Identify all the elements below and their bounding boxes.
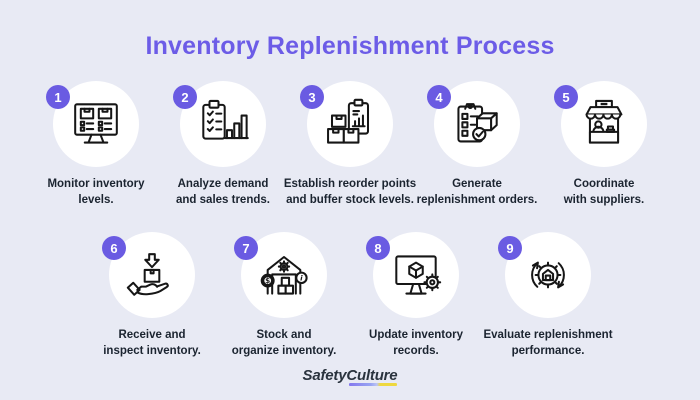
step-1-label: Monitor inventory levels. bbox=[47, 178, 145, 206]
svg-text:$: $ bbox=[265, 276, 270, 285]
step-4-label: Generate replenishment orders. bbox=[416, 178, 538, 206]
step-7-label: Stock and organize inventory. bbox=[231, 329, 337, 357]
step-2-number-badge: 2 bbox=[173, 85, 197, 109]
step-9-label: Evaluate replenishment performance. bbox=[483, 329, 613, 357]
step-1: 1 bbox=[33, 81, 159, 208]
step-8-label: Update inventory records. bbox=[369, 329, 463, 357]
step-6-number-badge: 6 bbox=[102, 236, 126, 261]
safetyculture-logo-underline bbox=[349, 383, 397, 387]
steps-row-2: 6 Receive and inspect bbox=[0, 232, 700, 359]
step-5-number-badge: 5 bbox=[554, 85, 578, 109]
step-1-number-badge: 1 bbox=[46, 85, 70, 109]
step-3-label: Establish reorder points and buffer stoc… bbox=[283, 178, 417, 206]
step-5: 5 bbox=[541, 81, 667, 208]
steps-row-1: 1 bbox=[0, 81, 700, 208]
step-2: 2 bbox=[160, 81, 286, 208]
order-checklist-icon bbox=[450, 97, 504, 151]
safetyculture-logo: SafetyCulture bbox=[302, 367, 398, 387]
step-8: 8 bbox=[353, 232, 479, 359]
step-4: 4 bbox=[414, 81, 540, 208]
step-3-number-badge: 3 bbox=[300, 85, 324, 109]
step-2-label: Analyze demand and sales trends. bbox=[176, 178, 270, 206]
monitor-gear-icon bbox=[389, 248, 443, 302]
warehouse-organize-icon: $ i bbox=[257, 248, 311, 302]
supplier-stall-icon bbox=[577, 97, 631, 151]
cycle-gear-icon bbox=[521, 248, 575, 302]
step-6-label: Receive and inspect inventory. bbox=[103, 329, 201, 357]
boxes-clipboard-icon bbox=[323, 97, 377, 151]
step-8-circle bbox=[373, 232, 459, 319]
step-3: 3 bbox=[284, 81, 416, 208]
step-4-number-badge: 4 bbox=[427, 85, 451, 109]
step-5-label: Coordinate with suppliers. bbox=[563, 178, 645, 206]
step-7-number-badge: 7 bbox=[234, 236, 258, 261]
footer: SafetyCulture bbox=[0, 367, 700, 387]
clipboard-trends-icon bbox=[196, 97, 250, 151]
hand-receive-box-icon bbox=[125, 248, 179, 302]
monitor-inventory-icon bbox=[69, 97, 123, 151]
step-8-number-badge: 8 bbox=[366, 236, 390, 261]
step-9: 9 bbox=[483, 232, 613, 359]
step-9-number-badge: 9 bbox=[498, 236, 522, 261]
step-7: 7 bbox=[221, 232, 347, 359]
step-6: 6 Receive and inspect bbox=[89, 232, 215, 359]
svg-text:i: i bbox=[300, 274, 303, 283]
safetyculture-logo-text: SafetyCulture bbox=[302, 367, 398, 385]
page-title: Inventory Replenishment Process bbox=[145, 32, 555, 60]
